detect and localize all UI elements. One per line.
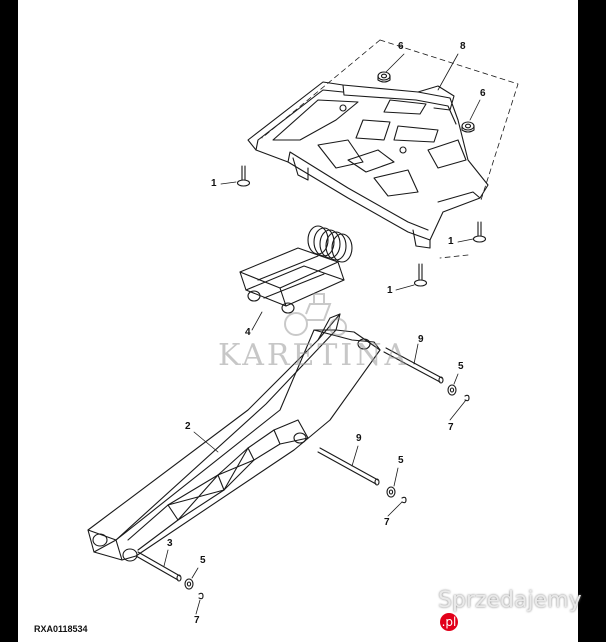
callout-5-upper: 5: [458, 361, 464, 372]
callout-6-left: 6: [398, 41, 404, 52]
callout-7-lower: 7: [194, 615, 200, 626]
callout-7-middle: 7: [384, 517, 390, 528]
diagram-frame: KARETINA 6 8 6 1 1 1 4 9 5 7 2 9 5 7 3 5…: [18, 0, 582, 642]
nut-5-middle: [386, 486, 396, 498]
nut-5-upper: [447, 384, 457, 396]
callout-6-right: 6: [480, 88, 486, 99]
exploded-parts-diagram: [87, 39, 519, 615]
callout-1-right: 1: [448, 236, 454, 247]
pin-9-lower: [317, 447, 380, 486]
callout-9-lower: 9: [356, 433, 362, 444]
callout-5-middle: 5: [398, 455, 404, 466]
callout-2: 2: [185, 421, 191, 432]
callout-5-lower: 5: [200, 555, 206, 566]
callout-1-left: 1: [211, 178, 217, 189]
dashed-assembly-lines: [261, 39, 519, 259]
callout-8: 8: [460, 41, 466, 52]
tractor-logo-icon: [284, 293, 347, 336]
spring-assembly: [239, 225, 353, 314]
callout-4: 4: [245, 327, 251, 338]
nut-6-left: [377, 71, 391, 83]
site-badge: Sprzedajemy.pl: [438, 588, 582, 638]
cotter-7-upper: [464, 394, 470, 402]
drawing-id-label: RXA0118534: [34, 624, 88, 634]
callout-7-upper: 7: [448, 422, 454, 433]
bolt-1-right: [472, 221, 487, 243]
callout-9-upper: 9: [418, 334, 424, 345]
cotter-7-middle: [401, 496, 407, 504]
cotter-7-lower: [198, 592, 204, 600]
bolt-1-left: [236, 165, 251, 187]
leader-lines: [163, 53, 481, 615]
bolt-1-middle: [413, 263, 428, 287]
watermark-text: KARETINA: [218, 338, 410, 373]
site-badge-suffix: .pl: [440, 613, 458, 631]
pin-3: [135, 551, 182, 582]
lower-frame-arm: [87, 313, 381, 562]
nut-5-lower: [184, 578, 194, 590]
site-badge-text: Sprzedajemy: [438, 588, 582, 613]
callout-3: 3: [167, 538, 173, 549]
nut-6-right: [461, 121, 475, 133]
upper-bracket-plate: [247, 81, 489, 249]
callout-1-middle: 1: [387, 285, 393, 296]
